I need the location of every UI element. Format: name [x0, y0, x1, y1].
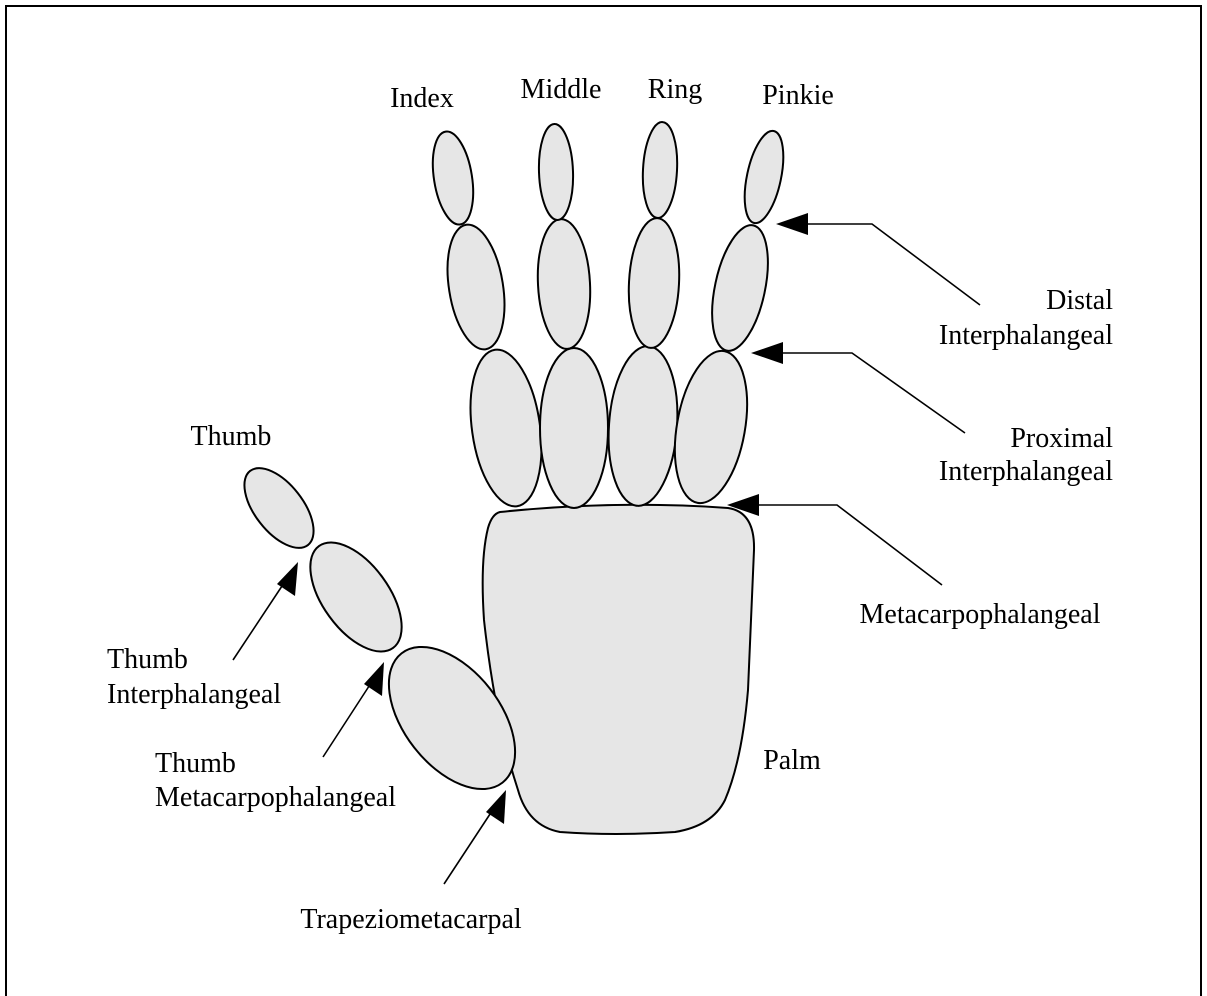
- index-middle-phalanx: [439, 221, 512, 354]
- thumb-ip-label-line2: Interphalangeal: [107, 679, 281, 710]
- thumb-interphalangeal-pointer: [233, 562, 298, 660]
- distal-label-line2: Interphalangeal: [939, 320, 1113, 351]
- ring-middle-phalanx: [626, 217, 683, 349]
- pinkie-label: Pinkie: [762, 80, 834, 111]
- ring-label: Ring: [648, 74, 702, 105]
- middle-middle-phalanx: [535, 218, 594, 351]
- middle-finger: [535, 123, 608, 508]
- pinkie-middle-phalanx: [702, 220, 778, 356]
- thumb-distal-phalanx: [231, 456, 327, 560]
- distal-interphalangeal-pointer: [776, 213, 980, 305]
- distal-arrow-head: [776, 213, 808, 235]
- proximal-label-line2: Interphalangeal: [939, 456, 1113, 487]
- middle-label: Middle: [521, 74, 602, 105]
- proximal-interphalangeal-pointer: [751, 342, 965, 433]
- trapezio-label: Trapeziometacarpal: [300, 904, 522, 935]
- trapezio-arrow-head: [486, 790, 506, 824]
- index-proximal-phalanx: [461, 345, 550, 511]
- thumb-metacarpophalangeal-pointer: [323, 662, 384, 757]
- pinkie-finger: [664, 127, 790, 508]
- index-finger: [427, 129, 551, 511]
- middle-proximal-phalanx: [540, 348, 608, 508]
- index-label: Index: [390, 83, 454, 114]
- pinkie-distal-phalanx: [738, 127, 791, 226]
- proximal-arrow-head: [751, 342, 783, 364]
- thumb-mcp-arrow-head: [364, 662, 384, 696]
- proximal-label-line1: Proximal: [1010, 423, 1113, 454]
- thumb-label: Thumb: [191, 421, 272, 452]
- palm-shape: [483, 505, 754, 834]
- trapeziometacarpal-pointer: [444, 790, 506, 884]
- index-distal-phalanx: [427, 129, 479, 228]
- thumb-ip-arrow-head: [277, 562, 298, 596]
- ring-finger: [604, 121, 683, 508]
- thumb-ip-label-line1: Thumb: [107, 644, 188, 675]
- figure-frame: [6, 6, 1201, 996]
- thumb-mcp-label-line1: Thumb: [155, 748, 236, 779]
- thumb-proximal-phalanx: [292, 527, 419, 668]
- mcp-label: Metacarpophalangeal: [860, 599, 1101, 630]
- thumb-mcp-label-line2: Metacarpophalangeal: [155, 782, 396, 813]
- pinkie-proximal-phalanx: [664, 345, 758, 508]
- metacarpophalangeal-pointer: [727, 494, 942, 585]
- middle-distal-phalanx: [537, 123, 574, 220]
- palm-label: Palm: [763, 745, 821, 776]
- distal-label-line1: Distal: [1046, 285, 1113, 316]
- ring-proximal-phalanx: [604, 344, 683, 508]
- ring-distal-phalanx: [641, 121, 680, 219]
